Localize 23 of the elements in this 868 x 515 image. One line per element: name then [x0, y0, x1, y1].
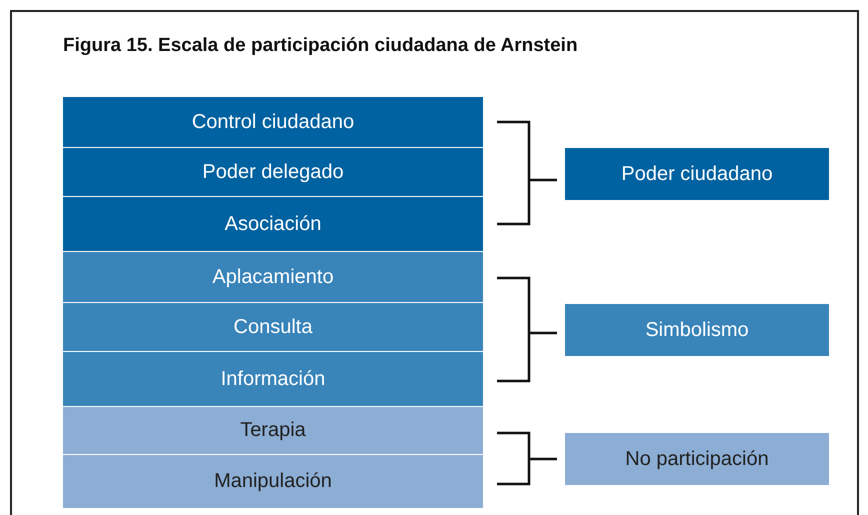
node-label: Simbolismo	[645, 318, 749, 342]
node-label: Terapia	[240, 419, 306, 442]
node-label: Poder ciudadano	[621, 162, 773, 186]
node-label: Aplacamiento	[212, 266, 334, 288]
node-label: Control ciudadano	[192, 110, 354, 134]
ladder-rung	[63, 148, 483, 196]
ladder-rung	[63, 97, 483, 147]
category-box	[565, 304, 829, 356]
ladder-rung	[63, 407, 483, 454]
category-box	[565, 148, 829, 200]
ladder-rung	[63, 197, 483, 251]
node-label: Poder delegado	[202, 160, 344, 184]
figure-title: Figura 15. Escala de participación ciudadana de Arnstein	[63, 35, 578, 57]
ladder-rung	[63, 252, 483, 302]
node-label: Información	[220, 368, 326, 390]
ladder-rung	[63, 455, 483, 508]
node-label: Consulta	[234, 316, 312, 338]
ladder-rung	[63, 352, 483, 406]
node-label: No participación	[625, 448, 769, 470]
ladder-rung	[63, 303, 483, 351]
category-box	[565, 433, 829, 485]
node-label: Asociación	[224, 212, 322, 236]
node-label: Manipulación	[214, 470, 332, 493]
